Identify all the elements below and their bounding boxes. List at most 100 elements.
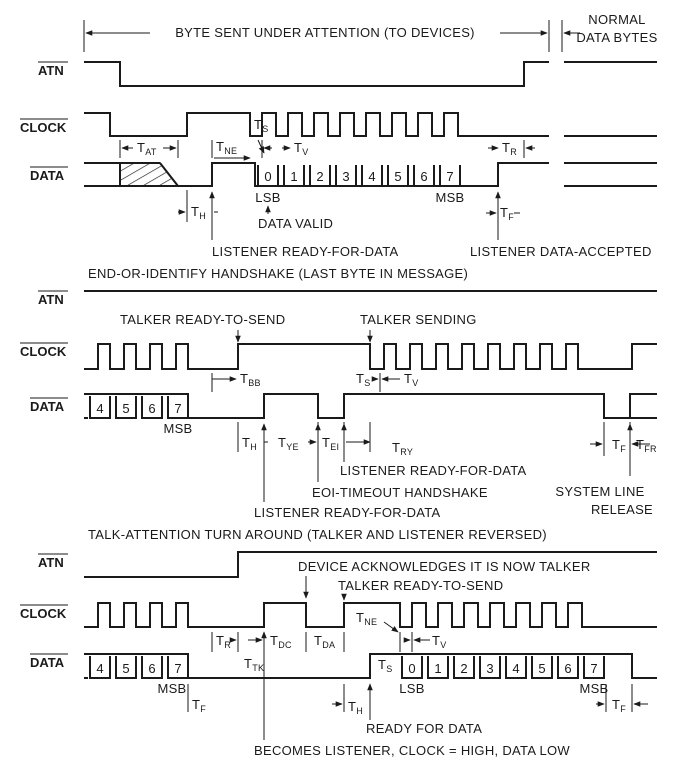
svg-text:TH: TH bbox=[191, 204, 206, 221]
svg-text:TS: TS bbox=[378, 657, 393, 674]
t-s-sub-2: S bbox=[364, 378, 370, 388]
section3-title: TALK-ATTENTION TURN AROUND (TALKER AND L… bbox=[88, 527, 547, 542]
becomes-listener-label: BECOMES LISTENER, CLOCK = HIGH, DATA LOW bbox=[254, 743, 570, 758]
bit-label: 3 bbox=[486, 661, 493, 676]
msb-label-3b: MSB bbox=[579, 681, 608, 696]
bit-cell bbox=[257, 165, 279, 187]
bit-label: 5 bbox=[538, 661, 545, 676]
svg-text:TF: TF bbox=[500, 205, 514, 222]
t-s-sub-1: S bbox=[262, 124, 268, 134]
atn-waveform-1 bbox=[84, 61, 549, 87]
bit-cell bbox=[167, 656, 189, 679]
t-f-sub-1: F bbox=[508, 212, 514, 222]
bit-cell bbox=[413, 165, 435, 187]
bit-cell bbox=[167, 396, 189, 419]
bit-cell bbox=[531, 656, 553, 679]
svg-text:TNE: TNE bbox=[216, 139, 237, 156]
bit-label: 2 bbox=[460, 661, 467, 676]
normal-data-bytes-line1: NORMAL bbox=[588, 12, 645, 27]
bit-label: 0 bbox=[408, 661, 415, 676]
clock-waveform-1 bbox=[84, 112, 549, 137]
svg-text:TTK: TTK bbox=[244, 656, 264, 673]
bit-label: 3 bbox=[342, 169, 349, 184]
data-label-1: DATA bbox=[30, 168, 65, 183]
bit-cell bbox=[505, 656, 527, 679]
svg-text:TH: TH bbox=[348, 699, 363, 716]
svg-text:TYE: TYE bbox=[278, 435, 299, 452]
t-s-sub-3: S bbox=[386, 664, 392, 674]
svg-text:TAT: TAT bbox=[137, 140, 157, 157]
t-da-sub: DA bbox=[322, 640, 335, 650]
data-waveform-2 bbox=[84, 393, 657, 419]
svg-text:TV: TV bbox=[432, 633, 447, 650]
normal-data-bytes-line2: DATA BYTES bbox=[576, 30, 657, 45]
svg-text:TBB: TBB bbox=[240, 371, 261, 388]
t-tk-sub: TK bbox=[252, 663, 264, 673]
bit-label: 2 bbox=[316, 169, 323, 184]
bit-cell bbox=[141, 656, 163, 679]
talker-ready-label-2: TALKER READY-TO-SEND bbox=[120, 312, 285, 327]
bit-cells-2: 4 5 6 7 bbox=[89, 396, 189, 419]
section-talk-attention-turnaround: TALK-ATTENTION TURN AROUND (TALKER AND L… bbox=[20, 527, 657, 758]
bit-cell bbox=[335, 165, 357, 187]
system-line-label-2: RELEASE bbox=[591, 502, 653, 517]
bit-label: 7 bbox=[174, 661, 181, 676]
bit-label: 7 bbox=[446, 169, 453, 184]
t-at-sub: AT bbox=[145, 147, 157, 157]
t-v-sub-3: V bbox=[440, 640, 446, 650]
section2-title: END-OR-IDENTIFY HANDSHAKE (LAST BYTE IN … bbox=[88, 266, 468, 281]
bit-cell bbox=[387, 165, 409, 187]
svg-text:TV: TV bbox=[294, 140, 309, 157]
msb-label-3a: MSB bbox=[157, 681, 186, 696]
bit-label: 7 bbox=[174, 401, 181, 416]
bit-label: 4 bbox=[96, 401, 103, 416]
svg-text:TNE: TNE bbox=[356, 610, 377, 627]
bit-label: 6 bbox=[564, 661, 571, 676]
bit-label: 5 bbox=[122, 401, 129, 416]
svg-text:TF: TF bbox=[612, 437, 626, 454]
svg-text:TFR: TFR bbox=[636, 437, 657, 454]
listener-accepted-label: LISTENER DATA-ACCEPTED bbox=[470, 244, 652, 259]
msb-label-2: MSB bbox=[163, 421, 192, 436]
bit-label: 6 bbox=[148, 401, 155, 416]
t-bb-sub: BB bbox=[248, 378, 261, 388]
svg-text:TF: TF bbox=[612, 697, 626, 714]
svg-text:TS: TS bbox=[254, 117, 269, 134]
listener-ready-label-2a: LISTENER READY-FOR-DATA bbox=[340, 463, 527, 478]
svg-text:TR: TR bbox=[216, 633, 231, 650]
bit-cell bbox=[427, 656, 449, 679]
bit-cell bbox=[309, 165, 331, 187]
bit-label: 1 bbox=[290, 169, 297, 184]
bit-cell bbox=[283, 165, 305, 187]
t-ry-sub: RY bbox=[400, 447, 413, 457]
bit-cell bbox=[439, 165, 461, 187]
bit-label: 5 bbox=[122, 661, 129, 676]
bit-cell bbox=[583, 656, 605, 679]
t-dc-sub: DC bbox=[278, 640, 292, 650]
bit-cell bbox=[401, 656, 423, 679]
t-r-sub-3: R bbox=[224, 640, 231, 650]
svg-text:TH: TH bbox=[242, 435, 257, 452]
atn-label-3: ATN bbox=[38, 555, 64, 570]
t-fr-sub: FR bbox=[644, 444, 657, 454]
lsb-label-3: LSB bbox=[399, 681, 424, 696]
section1-title: BYTE SENT UNDER ATTENTION (TO DEVICES) bbox=[175, 25, 475, 40]
t-ei-sub: EI bbox=[330, 442, 339, 452]
atn-label-1: ATN bbox=[38, 63, 64, 78]
listener-ready-label-1: LISTENER READY-FOR-DATA bbox=[212, 244, 399, 259]
t-ye-sub: YE bbox=[286, 442, 299, 452]
t-f-sub-2: F bbox=[620, 444, 626, 454]
bit-label: 5 bbox=[394, 169, 401, 184]
bit-cell bbox=[89, 656, 111, 679]
bit-cell bbox=[115, 656, 137, 679]
bit-label: 0 bbox=[264, 169, 271, 184]
bit-label: 4 bbox=[368, 169, 375, 184]
bit-cell bbox=[361, 165, 383, 187]
t-h-sub-1: H bbox=[199, 211, 206, 221]
svg-text:TDC: TDC bbox=[270, 633, 292, 650]
data-label-2: DATA bbox=[30, 399, 65, 414]
t-v-sub-1: V bbox=[302, 147, 308, 157]
svg-text:TEI: TEI bbox=[322, 435, 339, 452]
